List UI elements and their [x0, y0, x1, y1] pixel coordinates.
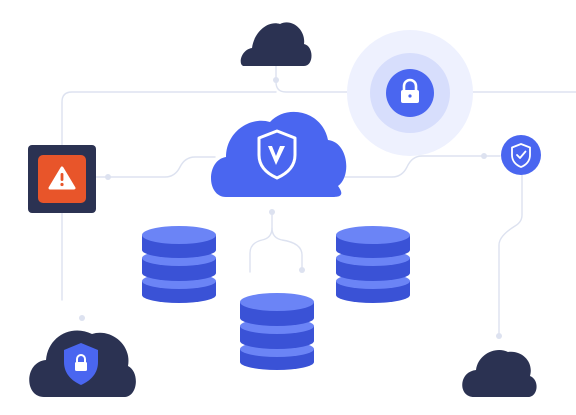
connector-cloud-stem-right [271, 227, 303, 271]
warning-tile [28, 145, 96, 213]
connector-warning-to-cloud [94, 156, 216, 178]
connector-check-down [498, 174, 523, 337]
shield-check-icon [511, 143, 531, 168]
connector-lines [61, 65, 576, 337]
connector-frame-left [61, 91, 277, 146]
shield-lock-icon [64, 343, 98, 385]
database-right [336, 226, 410, 303]
bottom-right-cloud [462, 350, 537, 397]
shield-check-badge [501, 135, 541, 175]
connector-dots [79, 77, 502, 339]
top-cloud [240, 22, 312, 66]
lock-halo [347, 30, 473, 156]
database-center [240, 293, 314, 370]
v-shield-logo-icon [257, 129, 297, 180]
database-left [142, 226, 216, 303]
connector-cloud-to-check [344, 155, 501, 178]
connector-cloud-stem [249, 211, 273, 273]
